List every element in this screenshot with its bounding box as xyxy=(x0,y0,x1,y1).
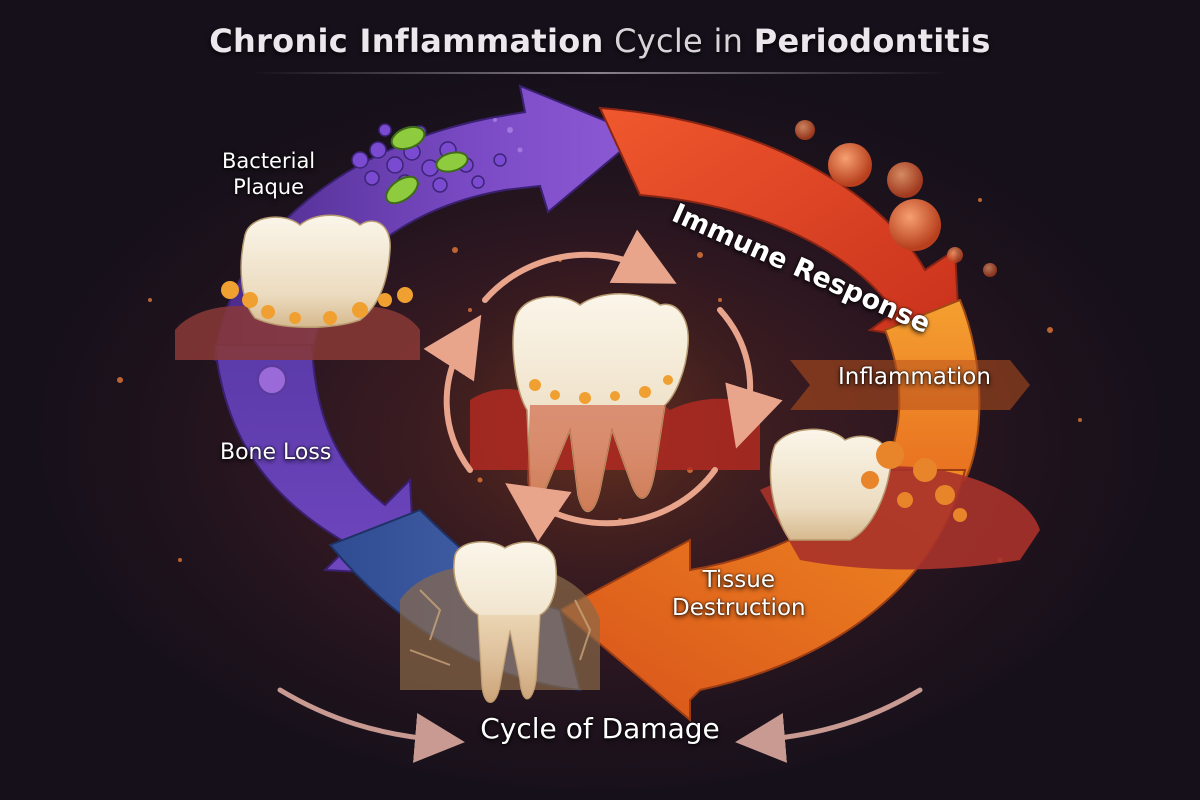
title-divider xyxy=(250,72,950,74)
label-tissue-destruction-line2: Destruction xyxy=(672,595,806,621)
damaged-tooth-icon xyxy=(760,428,1040,570)
label-tissue-destruction: Tissue Destruction xyxy=(672,566,806,622)
title-part-3: Periodontitis xyxy=(753,22,991,60)
inflammation-banner xyxy=(790,360,1030,410)
label-tissue-destruction-line1: Tissue xyxy=(702,567,776,593)
title-part-2: Cycle in xyxy=(603,22,754,60)
bacterium-icon xyxy=(257,365,287,395)
cycle-damage-arrows xyxy=(277,687,923,763)
label-bacterial-plaque-line1: Bacterial xyxy=(222,149,316,173)
bone-loss-tooth-icon xyxy=(400,541,600,703)
central-cycle-arrows xyxy=(423,229,783,542)
label-bone-loss: Bone Loss xyxy=(220,440,332,465)
label-inflammation: Inflammation xyxy=(838,364,991,390)
label-cycle-of-damage: Cycle of Damage xyxy=(480,712,720,745)
title-part-1: Chronic Inflammation xyxy=(209,22,604,60)
page-title: Chronic Inflammation Cycle in Periodonti… xyxy=(0,22,1200,60)
central-tooth-icon xyxy=(470,293,760,512)
label-bacterial-plaque-line2: Plaque xyxy=(233,175,305,199)
arrow-immune-response xyxy=(598,106,962,347)
immune-cells-icon xyxy=(795,120,997,277)
label-bacterial-plaque: Bacterial Plaque xyxy=(222,148,315,200)
tooth-plaque-icon xyxy=(175,214,420,360)
bacteria-cluster-icon xyxy=(351,118,523,205)
